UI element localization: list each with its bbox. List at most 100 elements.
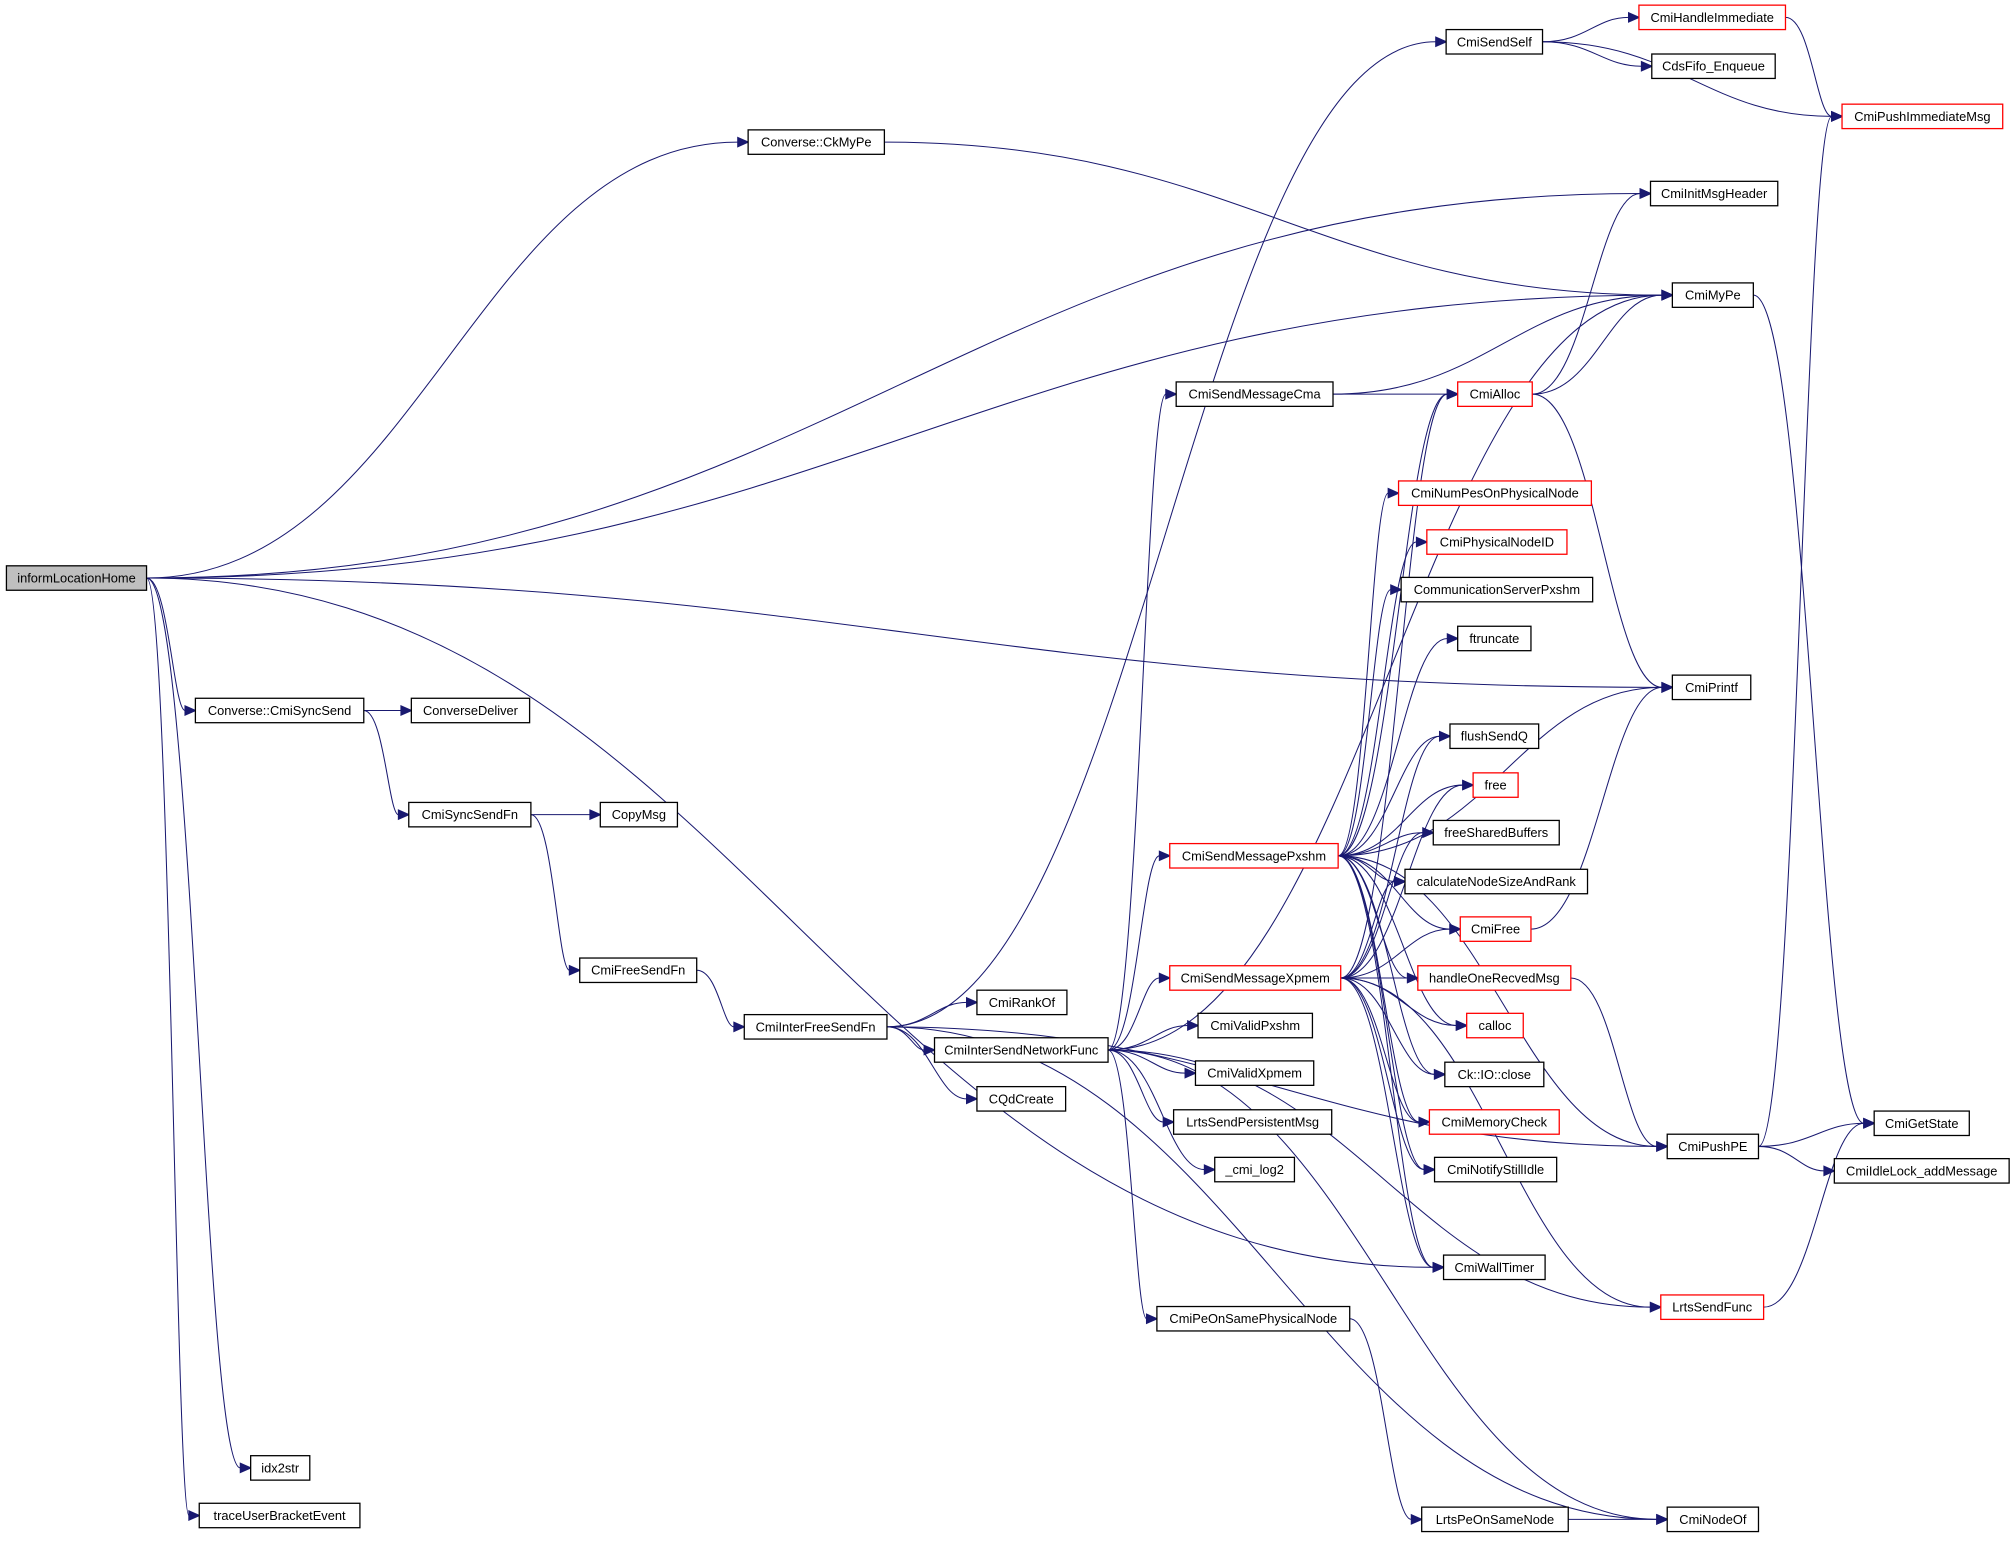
node-label: CmiValidPxshm: [1210, 1018, 1300, 1033]
arrowhead-icon: [1145, 1313, 1159, 1325]
node-label: flushSendQ: [1461, 729, 1528, 744]
node-cmi-pe-on-same-physical-node[interactable]: CmiPeOnSamePhysicalNode: [1156, 1305, 1351, 1332]
node-label: CommunicationServerPxshm: [1414, 582, 1580, 597]
call-edge-inform-location-home-to-trace-user-bracket-event: [146, 577, 201, 1521]
node-copy-msg[interactable]: CopyMsg: [599, 801, 679, 828]
node-communication-server-pxshm[interactable]: CommunicationServerPxshm: [1400, 576, 1594, 603]
node-box: [1432, 819, 1560, 846]
call-edge-cmi-send-self-to-cds-fifo-enqueue: [1542, 41, 1654, 72]
node-ck-ioclose[interactable]: Ck::IO::close: [1444, 1061, 1545, 1088]
node-cmi-my-pe[interactable]: CmiMyPe: [1671, 282, 1754, 308]
node-free[interactable]: free: [1472, 772, 1519, 798]
node-cmi-alloc[interactable]: CmiAlloc: [1457, 381, 1533, 408]
node-cmi-node-of[interactable]: CmiNodeOf: [1666, 1506, 1760, 1533]
call-edge-cmi-send-message-pxshm-to-cmi-num-pes-on-physical-node: [1337, 487, 1401, 857]
node-label: CmiMemoryCheck: [1442, 1114, 1548, 1129]
edge-line: [1338, 855, 1408, 979]
arrowhead-icon: [1165, 388, 1178, 400]
node-cmi-free-send-fn[interactable]: CmiFreeSendFn: [579, 957, 698, 984]
node-label: CmiMyPe: [1685, 288, 1741, 303]
node-label: Converse::CkMyPe: [761, 135, 872, 150]
node-trace-user-bracket-event[interactable]: traceUserBracketEvent: [198, 1502, 361, 1529]
node-cmi-notify-still-idle[interactable]: CmiNotifyStillIdle: [1433, 1156, 1558, 1183]
node-box: [250, 1455, 311, 1481]
node-box: [1833, 1157, 2010, 1184]
node-lrts-send-func[interactable]: LrtsSendFunc: [1660, 1294, 1765, 1321]
edge-line: [146, 577, 186, 712]
call-edge-cmi-alloc-to-cmi-my-pe: [1532, 289, 1674, 395]
node-converse-deliver[interactable]: ConverseDeliver: [410, 697, 531, 724]
node-label: CmiValidXpmem: [1207, 1066, 1302, 1081]
edge-line: [1338, 855, 1425, 1171]
edge-line: [1570, 977, 1657, 1147]
call-edge-ck-my-pe-to-cmi-my-pe: [884, 141, 1674, 301]
edge-line: [886, 41, 1436, 1028]
call-edge-cmi-send-message-xpmem-to-cmi-memory-check: [1340, 977, 1432, 1128]
node-box: [1169, 965, 1342, 991]
call-edge-cmi-inter-free-send-fn-to-cmi-rank-of: [886, 996, 979, 1028]
arrowhead-icon: [1863, 1117, 1876, 1129]
node-idx2str[interactable]: idx2str: [250, 1455, 311, 1481]
node-cds-fifo-enqueue[interactable]: CdsFifo_Enqueue: [1651, 53, 1776, 80]
node-cmi-push-immediate-msg[interactable]: CmiPushImmediateMsg: [1841, 103, 2004, 130]
node-free-shared-buffers[interactable]: freeSharedBuffers: [1432, 819, 1560, 846]
node-cmi-send-message-cma[interactable]: CmiSendMessageCma: [1175, 381, 1334, 408]
node-box: [1638, 4, 1787, 31]
node-box: [1442, 1254, 1546, 1281]
edge-line: [1763, 1122, 1864, 1308]
node-cmi-send-message-xpmem[interactable]: CmiSendMessageXpmem: [1169, 965, 1342, 991]
call-edge-inform-location-home-to-cmi-init-msg-header: [146, 188, 1653, 579]
edge-line: [1338, 393, 1448, 857]
node-box: [1433, 1156, 1558, 1183]
node-cmi-init-msg-header[interactable]: CmiInitMsgHeader: [1649, 180, 1779, 207]
node-cmi-log2[interactable]: _cmi_log2: [1214, 1156, 1296, 1183]
node-cmi-free[interactable]: CmiFree: [1459, 916, 1532, 942]
node-ftruncate[interactable]: ftruncate: [1457, 625, 1532, 652]
edge-line: [1785, 16, 1832, 117]
node-cmi-inter-free-send-fn[interactable]: CmiInterFreeSendFn: [743, 1013, 888, 1040]
node-label: LrtsSendPersistentMsg: [1186, 1114, 1319, 1129]
arrowhead-icon: [1435, 36, 1448, 48]
call-edge-cmi-send-self-to-cmi-handle-immediate: [1542, 11, 1641, 43]
edge-line: [1108, 294, 1663, 1051]
node-cmi-printf[interactable]: CmiPrintf: [1671, 674, 1752, 701]
arrowhead-icon: [1446, 388, 1460, 400]
node-label: CmiSendSelf: [1457, 34, 1532, 49]
node-handle-one-recved-msg[interactable]: handleOneRecvedMsg: [1417, 965, 1572, 991]
edge-line: [1337, 492, 1389, 857]
node-flush-send-q[interactable]: flushSendQ: [1449, 723, 1540, 750]
node-cmi-handle-immediate[interactable]: CmiHandleImmediate: [1638, 4, 1787, 31]
node-cmi-push-pe[interactable]: CmiPushPE: [1666, 1133, 1760, 1160]
node-cmi-rank-of[interactable]: CmiRankOf: [976, 989, 1068, 1016]
node-calculate-node-size-and-rank[interactable]: calculateNodeSizeAndRank: [1404, 868, 1589, 895]
node-cmi-get-state[interactable]: CmiGetState: [1873, 1110, 1970, 1137]
node-ck-my-pe[interactable]: Converse::CkMyPe: [747, 129, 886, 155]
node-cmi-num-pes-on-physical-node[interactable]: CmiNumPesOnPhysicalNode: [1397, 480, 1593, 507]
node-cmi-memory-check[interactable]: CmiMemoryCheck: [1428, 1109, 1560, 1135]
node-box: [1671, 674, 1752, 701]
node-cmi-sync-send[interactable]: Converse::CmiSyncSend: [194, 697, 365, 724]
node-cmi-physical-node-id[interactable]: CmiPhysicalNodeID: [1426, 529, 1568, 555]
node-calloc[interactable]: calloc: [1466, 1012, 1524, 1039]
node-cqd-create[interactable]: CQdCreate: [976, 1085, 1067, 1112]
node-lrts-pe-on-same-node[interactable]: LrtsPeOnSameNode: [1421, 1506, 1569, 1533]
arrowhead-icon: [1432, 1261, 1446, 1273]
node-cmi-idle-lock-add-message[interactable]: CmiIdleLock_addMessage: [1833, 1157, 2010, 1184]
call-edge-cmi-inter-free-send-fn-to-cmi-send-self: [886, 36, 1448, 1028]
node-label: LrtsPeOnSameNode: [1436, 1512, 1554, 1527]
node-label: CmiHandleImmediate: [1650, 10, 1773, 25]
arrowhead-icon: [1449, 923, 1462, 935]
arrowhead-icon: [184, 705, 197, 716]
node-cmi-wall-timer[interactable]: CmiWallTimer: [1442, 1254, 1546, 1281]
node-cmi-inter-send-network-func[interactable]: CmiInterSendNetworkFunc: [933, 1037, 1109, 1063]
node-lrts-send-persistent-msg[interactable]: LrtsSendPersistentMsg: [1172, 1109, 1333, 1135]
node-cmi-send-message-pxshm[interactable]: CmiSendMessagePxshm: [1169, 842, 1339, 869]
node-cmi-valid-xpmem[interactable]: CmiValidXpmem: [1194, 1060, 1315, 1086]
arrowhead-icon: [1415, 536, 1429, 548]
node-box: [1404, 868, 1589, 895]
node-cmi-send-self[interactable]: CmiSendSelf: [1445, 28, 1544, 55]
node-label: handleOneRecvedMsg: [1429, 970, 1560, 985]
node-cmi-valid-pxshm[interactable]: CmiValidPxshm: [1197, 1012, 1314, 1039]
node-cmi-sync-send-fn[interactable]: CmiSyncSendFn: [408, 801, 532, 828]
call-edge-cmi-send-message-pxshm-to-free-shared-buffers: [1338, 827, 1435, 857]
